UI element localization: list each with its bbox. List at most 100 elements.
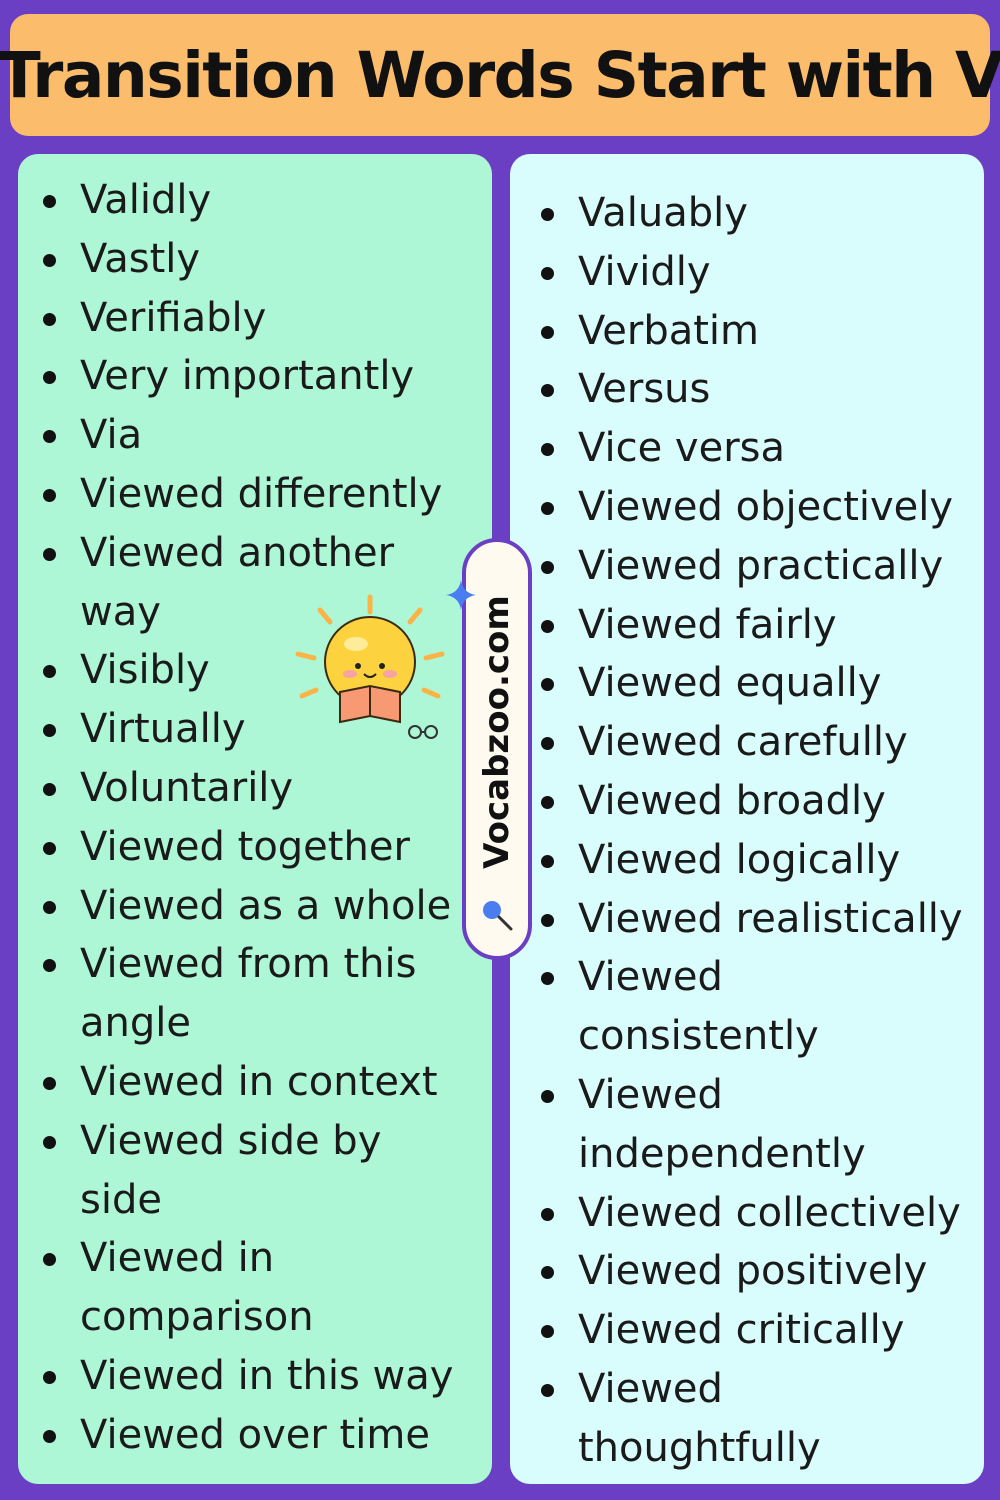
bullet-icon [541,501,554,515]
sparkle-icon [446,580,476,610]
word-text: Very importantly [80,353,415,400]
word-list-item: Viewed positively [510,1242,963,1301]
page-title: Transition Words Start with V [0,38,1000,112]
bullet-icon [541,208,554,221]
bullet-icon [43,959,56,973]
watermark-pill: Vocabzoo.com [462,538,532,960]
word-list-item: Verifiably [18,289,453,348]
word-text: Versus [578,366,711,413]
bullet-icon [43,195,56,208]
word-list-item: Viewed consistently [510,948,963,1066]
word-text: Viewed objectively [578,483,954,530]
word-list-item: Via [18,406,453,465]
word-list-item: Viewed fairly [510,596,963,655]
bullet-icon [43,430,56,444]
word-text: Viewed in this way [80,1352,454,1399]
word-list-item: Viewed differently [18,465,453,524]
bullet-icon [43,900,56,914]
bullet-icon [541,325,554,339]
watermark-text: Vocabzoo.com [477,595,517,869]
word-text: Viewed side by [80,1117,382,1164]
bullet-icon [43,841,56,855]
bullet-icon [541,266,554,280]
word-text: Viewed in context [80,1058,438,1105]
bullet-icon [43,724,56,738]
bullet-icon [541,443,554,457]
bullet-icon [541,1383,554,1397]
word-list-item: Viewed equally [510,654,963,713]
word-text: Vice versa [578,425,785,472]
word-list-item: Viewed realistically [510,890,963,949]
word-text: Viewed as a whole [80,882,452,929]
word-text: Viewed fairly [578,601,837,648]
word-list-item: Verbatim [510,302,963,361]
word-list-item: Viewed critically [510,1301,963,1360]
word-text: Viewed practically [578,542,944,589]
bullet-icon [43,547,56,561]
word-text: thoughtfully [578,1424,821,1471]
bullet-icon [43,1076,56,1090]
word-text: Viewed logically [578,836,901,883]
bullet-icon [43,1429,56,1443]
word-list-item: Viewed carefully [510,713,963,772]
word-list-item: Viewed collectively [510,1184,963,1243]
word-text: comparison [80,1294,314,1341]
bullet-icon [43,312,56,326]
word-text: Vastly [80,235,201,282]
word-text: Viewed positively [578,1248,928,1295]
word-text: Verifiably [80,294,267,341]
word-list-item: Viewed in context [18,1053,453,1112]
word-text: Viewed carefully [578,719,908,766]
bullet-icon [541,913,554,927]
word-list-item: Viewed objectively [510,478,963,537]
sun-reading-book-icon [295,594,445,739]
word-text: Voluntarily [80,764,294,811]
word-text: Viewed collectively [578,1189,961,1236]
word-list-item: Viewed thoughtfully [510,1360,963,1478]
bullet-icon [541,619,554,633]
word-text: consistently [578,1013,819,1060]
word-list-item: Vice versa [510,419,963,478]
word-text: Vividly [578,248,711,295]
word-list-item: Very importantly [18,347,453,406]
bullet-icon [541,1325,554,1339]
word-text: Viewed broadly [578,777,886,824]
word-list-item: Vividly [510,243,963,302]
word-list-item: Validly [18,171,453,230]
bullet-icon [43,371,56,385]
word-text: Viewed from this [80,941,417,988]
bullet-icon [541,384,554,398]
word-list-item: Vastly [18,230,453,289]
bullet-icon [541,1207,554,1221]
bullet-icon [541,1089,554,1103]
word-list-item: Viewed in comparison [18,1229,453,1347]
bullet-icon [43,665,56,679]
word-text: Viewed over time [80,1411,430,1458]
word-list-item: Voluntarily [18,759,453,818]
bullet-icon [541,972,554,986]
bullet-icon [43,782,56,796]
title-banner: Transition Words Start with V [0,14,1000,136]
word-text: Viewed [578,1365,723,1412]
word-text: Viewed together [80,823,410,870]
word-list-item: Viewed practically [510,537,963,596]
word-text: Viewed [578,954,723,1001]
word-text: Viewed differently [80,470,443,517]
word-list-item: Versus [510,360,963,419]
bullet-icon [43,1135,56,1149]
word-list-item: Valuably [510,184,963,243]
bullet-icon [541,737,554,751]
word-text: independently [578,1130,866,1177]
word-list-item: Viewed together [18,818,453,877]
word-text: Viewed realistically [578,895,963,942]
word-text: Viewed in [80,1235,275,1282]
word-text: Valuably [578,190,748,236]
bullet-icon [541,795,554,809]
